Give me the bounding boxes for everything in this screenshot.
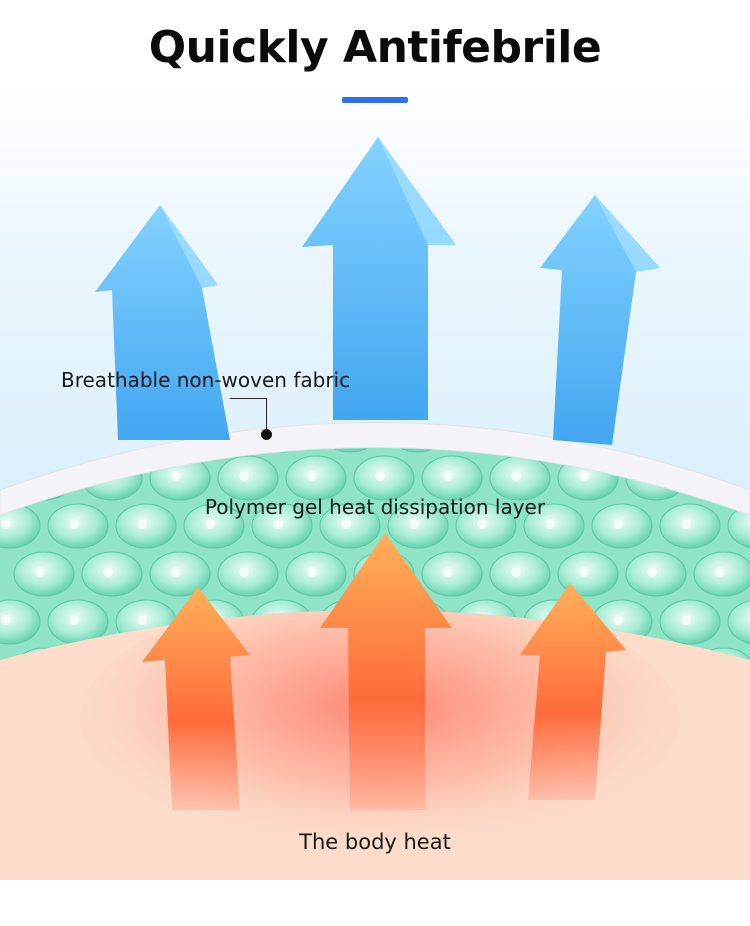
page-title: Quickly Antifebrile [148, 22, 602, 73]
gel-bubble-highlight [1, 519, 11, 529]
heat-arrow-icon [320, 533, 452, 810]
gel-bubble-highlight [307, 567, 317, 577]
gel-bubble-highlight [715, 567, 725, 577]
gel-bubble-highlight [613, 519, 623, 529]
gel-bubble-highlight [171, 471, 181, 481]
gel-bubble-highlight [579, 567, 589, 577]
gel-bubble [727, 599, 750, 645]
gel-bubble-highlight [137, 519, 147, 529]
gel-bubble-highlight [307, 471, 317, 481]
gel-bubble-highlight [443, 567, 453, 577]
gel-bubble-highlight [579, 471, 589, 481]
gel-bubble-highlight [35, 567, 45, 577]
heat-arrow-icon [142, 587, 250, 810]
cooling-arrow-icon [302, 137, 456, 420]
gel-layer-label: Polymer gel heat dissipation layer [204, 495, 546, 519]
gel-bubble-highlight [69, 615, 79, 625]
fabric-label: Breathable non-woven fabric [61, 368, 351, 392]
gel-bubble-highlight [511, 567, 521, 577]
gel-bubble-highlight [647, 567, 657, 577]
gel-bubble [319, 447, 381, 453]
gel-bubble-highlight [681, 519, 691, 529]
cooling-arrow-icon [95, 205, 230, 440]
gel-bubble-highlight [239, 471, 249, 481]
gel-bubble-highlight [273, 519, 283, 529]
gel-bubble-highlight [205, 519, 215, 529]
gel-bubble-highlight [409, 519, 419, 529]
gel-bubble-highlight [443, 471, 453, 481]
cooling-arrow-icon [540, 195, 660, 445]
gel-bubble-highlight [511, 471, 521, 481]
gel-bubble-highlight [613, 615, 623, 625]
title-underline [342, 97, 408, 103]
body-heat-label: The body heat [299, 830, 451, 854]
gel-bubble-highlight [545, 519, 555, 529]
gel-bubble-highlight [1, 615, 11, 625]
gel-bubble-highlight [681, 615, 691, 625]
gel-bubble-highlight [137, 615, 147, 625]
gel-bubble [727, 503, 750, 549]
callout-line [230, 398, 267, 432]
gel-bubble-highlight [239, 567, 249, 577]
gel-bubble-highlight [477, 519, 487, 529]
gel-bubble-highlight [375, 471, 385, 481]
heat-arrow-icon [520, 583, 626, 800]
illustration [0, 80, 750, 880]
callout-dot [261, 429, 272, 440]
gel-bubble-highlight [103, 567, 113, 577]
gel-bubble [387, 447, 449, 453]
gel-bubble-highlight [341, 519, 351, 529]
gel-bubble-highlight [69, 519, 79, 529]
gel-bubble-highlight [171, 567, 181, 577]
